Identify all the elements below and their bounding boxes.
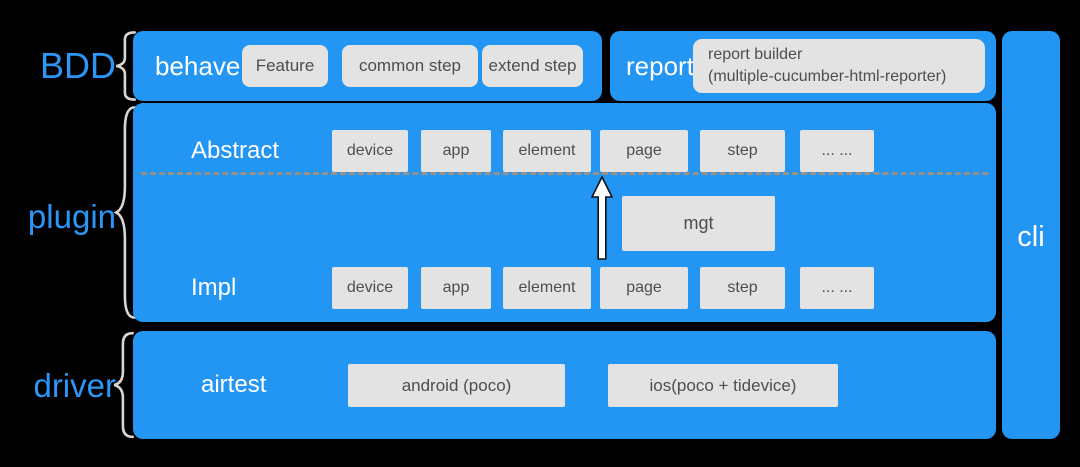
- cli-bar: cli: [1002, 31, 1060, 439]
- abstract-element-chip: element: [503, 130, 591, 172]
- plugin-label: plugin: [27, 198, 116, 235]
- report-box: report report builder (multiple-cucumber…: [610, 31, 996, 101]
- extend-step-chip: extend step: [482, 45, 583, 87]
- behave-title: behave: [155, 51, 241, 81]
- abstract-app-chip: app: [421, 130, 491, 172]
- impl-row-label: Impl: [191, 274, 237, 301]
- impl-app-chip: app: [421, 267, 491, 309]
- impl-element-chip: element: [503, 267, 591, 309]
- plugin-brace-icon: [113, 103, 139, 322]
- report-builder-line2: (multiple-cucumber-html-reporter): [708, 68, 947, 85]
- driver-box: airtest android (poco) ios(poco + tidevi…: [133, 331, 996, 439]
- abstract-step-chip: step: [700, 130, 785, 172]
- behave-box: behave Feature common step extend step: [133, 31, 602, 101]
- common-step-chip: common step: [342, 45, 478, 87]
- report-builder-line1: report builder: [708, 46, 803, 64]
- report-title: report: [626, 51, 694, 81]
- ios-poco-tidevice-chip: ios(poco + tidevice): [608, 364, 838, 407]
- mgt-chip: mgt: [622, 196, 775, 251]
- abstract-ellipsis-chip: ... ...: [800, 130, 874, 172]
- bdd-brace-icon: [113, 31, 139, 101]
- plugin-box: Abstract device app element page step ..…: [133, 103, 996, 322]
- driver-brace-icon: [111, 331, 137, 439]
- up-arrow-icon: [590, 175, 614, 261]
- bdd-label: BDD: [39, 45, 116, 86]
- report-builder-chip: report builder (multiple-cucumber-html-r…: [693, 39, 985, 93]
- abstract-row-label: Abstract: [191, 137, 280, 164]
- abstract-device-chip: device: [332, 130, 408, 172]
- abstract-impl-divider-line: [141, 172, 988, 175]
- abstract-page-chip: page: [600, 130, 688, 172]
- feature-chip: Feature: [242, 45, 328, 87]
- impl-ellipsis-chip: ... ...: [800, 267, 874, 309]
- impl-page-chip: page: [600, 267, 688, 309]
- impl-device-chip: device: [332, 267, 408, 309]
- impl-step-chip: step: [700, 267, 785, 309]
- driver-label: driver: [33, 367, 116, 404]
- android-poco-chip: android (poco): [348, 364, 565, 407]
- airtest-title: airtest: [201, 371, 267, 398]
- cli-label: cli: [1017, 221, 1045, 253]
